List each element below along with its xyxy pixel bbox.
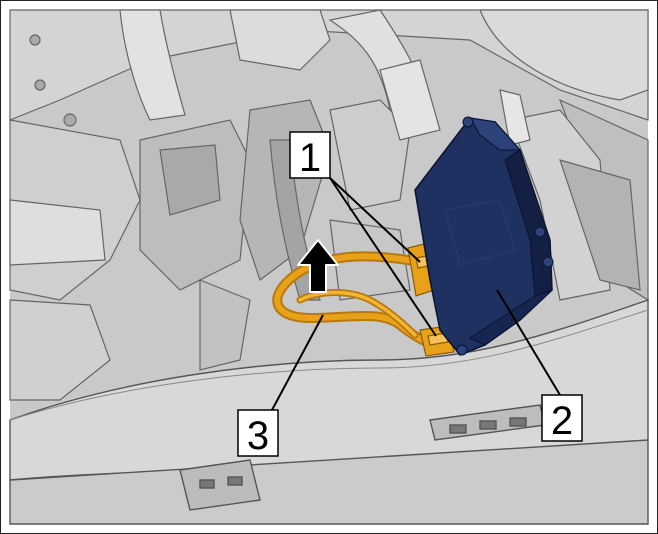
- leader-line-1a: [329, 177, 421, 263]
- leader-line-2: [496, 289, 561, 396]
- leader-line-3: [271, 314, 324, 411]
- leader-lines: [271, 177, 561, 411]
- callout-1-text: 1: [299, 136, 321, 180]
- leader-line-1b: [329, 177, 437, 337]
- callout-1: 1: [289, 131, 331, 180]
- arrow-up-icon: [297, 239, 339, 293]
- control-module: [414, 116, 554, 356]
- wiring-harness: [272, 251, 435, 348]
- callout-3: 3: [237, 409, 279, 458]
- callout-2-text: 2: [551, 399, 573, 443]
- right-body-structure: [499, 89, 641, 301]
- callout-3-text: 3: [247, 414, 269, 458]
- left-body-structure: [9, 119, 251, 401]
- callout-2: 2: [541, 394, 583, 443]
- lower-crossmember: [9, 299, 649, 525]
